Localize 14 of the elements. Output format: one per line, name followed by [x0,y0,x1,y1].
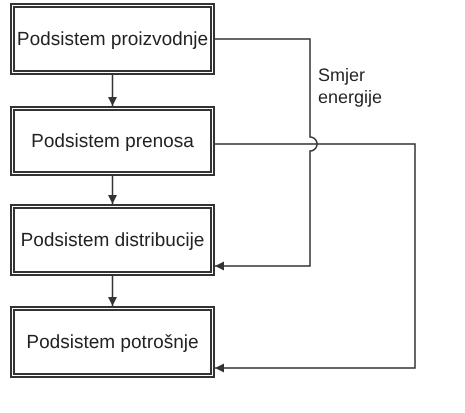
arrow [108,75,117,106]
arrow [215,143,416,372]
direction-label: Smjer energije [318,64,384,108]
box-label: Podsistem distribucije [20,228,204,252]
box-label: Podsistem potrošnje [26,330,199,354]
box-label: Podsistem prenosa [31,130,194,152]
process-box [10,106,215,176]
process-box [10,306,215,378]
box-label: Podsistem proizvodnje [16,28,208,50]
process-box [10,204,215,276]
arrow [108,276,117,306]
arrow [215,38,318,270]
arrow [108,176,117,204]
process-box [10,3,215,75]
